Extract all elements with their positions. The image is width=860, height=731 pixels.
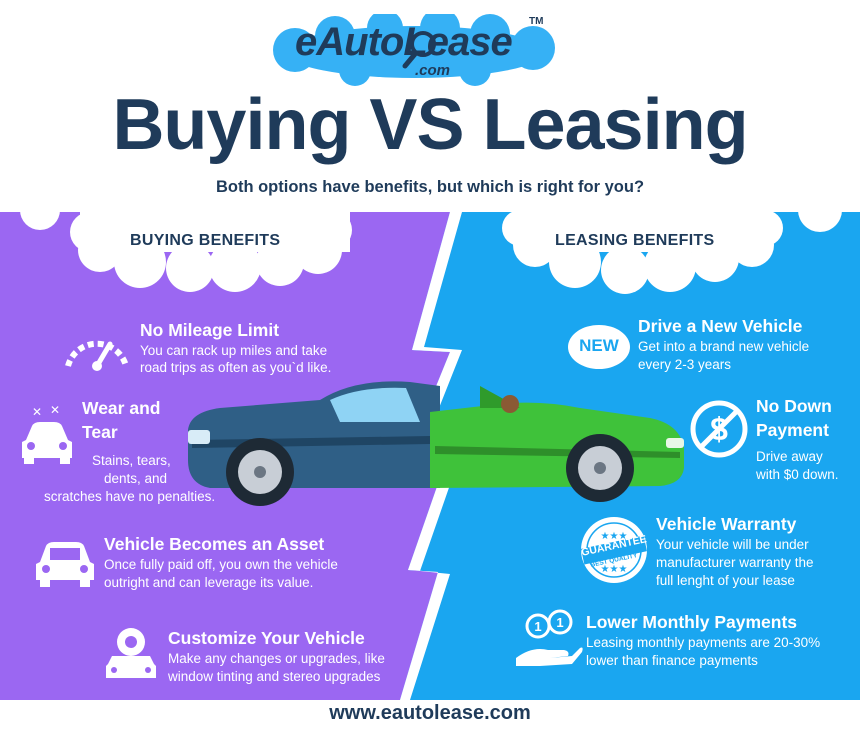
svg-text:✕: ✕ [50, 404, 60, 417]
svg-text:★★★: ★★★ [601, 564, 628, 575]
page-title: Buying VS Leasing [112, 85, 748, 165]
lease-item-4-line-1: Leasing monthly payments are 20-30% [586, 635, 821, 650]
svg-text:1: 1 [534, 619, 541, 634]
footer-url[interactable]: www.eautolease.com [329, 702, 531, 724]
lease-item-3-line-1: Your vehicle will be under [656, 537, 809, 552]
buy-item-4-title: Customize Your Vehicle [168, 628, 365, 648]
cars-illustration [188, 381, 684, 506]
buy-item-3-line-1: Once fully paid off, you own the vehicle [104, 557, 338, 572]
buy-item-1-line-1: You can rack up miles and take [140, 343, 328, 358]
convertible-car-icon [430, 386, 684, 502]
lease-item-2-line-1: Drive away [756, 449, 823, 464]
lightning-divider [400, 212, 462, 700]
buy-item-3-line-2: outright and can leverage its value. [104, 575, 314, 590]
logo[interactable]: eAutoLease .com TM [255, 14, 575, 86]
buy-item-1-line-2: road trips as often as you`d like. [140, 360, 332, 375]
lease-item-3-title: Vehicle Warranty [656, 514, 797, 534]
svg-text:✕: ✕ [32, 405, 42, 419]
new-badge-icon [568, 325, 630, 369]
logo-domain: .com [415, 62, 451, 79]
car-sparkle-icon: ✕ ✕ [22, 404, 72, 464]
buy-item-4-line-2: window tinting and stereo upgrades [168, 669, 381, 684]
buy-item-1-title: No Mileage Limit [140, 320, 280, 340]
lease-item-3-line-2: manufacturer warranty the [656, 555, 814, 570]
buy-item-2-line-2: dents, and [104, 471, 168, 486]
lease-item-4-title: Lower Monthly Payments [586, 612, 798, 632]
leasing-cloud [502, 210, 783, 294]
logo-wordmark: eAutoLease [295, 20, 513, 64]
lease-item-4-line-2: lower than finance payments [586, 653, 758, 668]
buy-item-4-line-1: Make any changes or upgrades, like [168, 651, 385, 666]
buying-heading: BUYING BENEFITS [130, 232, 281, 249]
buy-item-3-title: Vehicle Becomes an Asset [104, 534, 325, 554]
svg-text:$: $ [710, 411, 728, 447]
car-wrench-icon [106, 628, 156, 678]
no-dollar-icon: $ [690, 400, 748, 458]
lease-item-1-title: Drive a New Vehicle [638, 316, 803, 336]
buy-item-2-line-3: scratches have no penalties. [44, 489, 216, 504]
lease-item-3-line-3: full lenght of your lease [656, 573, 795, 588]
leasing-heading: LEASING BENEFITS [555, 232, 715, 249]
page-subtitle: Both options have benefits, but which is… [215, 178, 645, 196]
svg-text:1: 1 [556, 615, 563, 630]
lease-item-2-title-1: No Down [756, 396, 832, 416]
coins-hand-icon: 1 1 [516, 609, 583, 666]
car-front-icon [36, 542, 94, 587]
guarantee-seal-icon: ★★★ ★★★ [581, 517, 647, 583]
buy-item-2-title-2: Tear [82, 422, 118, 442]
magnifier-icon [402, 31, 436, 69]
lease-item-1-line-2: every 2-3 years [638, 357, 732, 372]
svg-text:★★★: ★★★ [601, 531, 628, 542]
new-badge-text: NEW [579, 336, 619, 355]
sedan-car-icon [188, 381, 440, 506]
buying-cloud [70, 210, 352, 292]
lease-item-2-title-2: Payment [756, 420, 829, 440]
buy-item-2-title-1: Wear and [82, 398, 161, 418]
lease-item-2-line-2: with $0 down. [756, 467, 839, 482]
speedometer-icon [65, 340, 129, 371]
lease-item-1-line-1: Get into a brand new vehicle [638, 339, 810, 354]
buy-item-2-line-1: Stains, tears, [92, 453, 171, 468]
logo-cloud-shape [273, 14, 555, 86]
logo-trademark: TM [529, 16, 544, 27]
